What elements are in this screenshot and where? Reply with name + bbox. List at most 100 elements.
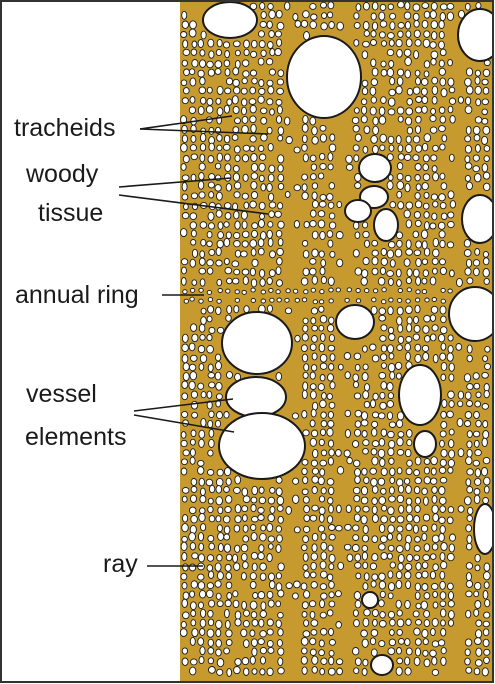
- tracheid-cell: [425, 336, 431, 343]
- tracheid-cell: [327, 428, 333, 436]
- tracheid-cell: [267, 619, 273, 626]
- tracheid-cell: [309, 601, 315, 607]
- tracheid-cell: [261, 657, 266, 664]
- tracheid-cell: [233, 41, 240, 47]
- tracheid-cell: [241, 251, 248, 257]
- tracheid-cell: [468, 507, 473, 514]
- tracheid-cell: [226, 78, 232, 85]
- tracheid-cell: [483, 126, 490, 134]
- tracheid-cell: [353, 487, 360, 493]
- tracheid-cell: [270, 488, 275, 494]
- tracheid-cell: [200, 134, 205, 142]
- tracheid-cell: [304, 221, 309, 227]
- tracheid-cell: [183, 88, 189, 94]
- tracheid-cell: [199, 268, 206, 274]
- tracheid-cell: [405, 57, 412, 65]
- tracheid-cell: [483, 87, 489, 94]
- tracheid-cell: [467, 441, 472, 448]
- tracheid-cell: [390, 260, 395, 267]
- tracheid-cell: [321, 450, 326, 456]
- tracheid-cell: [252, 230, 258, 237]
- tracheid-cell: [353, 125, 359, 132]
- tracheid-cell: [467, 355, 472, 362]
- tracheid-cell: [198, 106, 204, 114]
- tracheid-cell: [225, 600, 231, 607]
- tracheid-cell: [387, 383, 393, 391]
- tracheid-cell: [484, 582, 489, 589]
- tracheid-cell: [252, 669, 257, 675]
- tracheid-cell: [270, 109, 275, 115]
- tracheid-cell: [389, 353, 394, 359]
- tracheid-cell: [182, 194, 188, 200]
- tracheid-cell: [422, 106, 428, 113]
- tracheid-cell: [406, 31, 411, 38]
- tracheid-cell: [371, 581, 376, 587]
- tracheid-cell: [182, 355, 188, 363]
- tracheid-cell: [372, 412, 378, 418]
- tracheid-cell: [310, 4, 316, 10]
- tracheid-cell: [319, 640, 324, 647]
- tracheid-cell: [465, 136, 471, 142]
- tracheid-cell: [354, 620, 360, 627]
- tracheid-cell: [396, 546, 403, 553]
- tracheid-cell: [320, 429, 325, 435]
- tracheid-cell: [251, 249, 256, 256]
- tracheid-cell: [267, 640, 273, 647]
- tracheid-cell: [208, 639, 213, 646]
- tracheid-cell: [303, 154, 308, 162]
- tracheid-cell: [190, 259, 196, 267]
- tracheid-cell: [293, 14, 298, 21]
- tracheid-cell: [406, 249, 413, 255]
- tracheid-cell: [243, 145, 250, 151]
- tracheid-cell: [370, 468, 377, 474]
- tracheid-cell: [199, 324, 205, 332]
- tracheid-cell: [449, 440, 454, 448]
- tracheid-cell: [200, 619, 206, 627]
- tracheid-cell: [251, 181, 257, 189]
- tracheid-cell: [379, 581, 385, 589]
- tracheid-cell: [184, 299, 188, 303]
- tracheid-cell: [268, 222, 273, 228]
- tracheid-cell: [208, 535, 214, 541]
- tracheid-cell: [250, 240, 257, 248]
- tracheid-cell: [303, 115, 308, 123]
- tracheid-cell: [311, 308, 317, 314]
- tracheid-cell: [439, 487, 445, 495]
- tracheid-cell: [372, 421, 378, 427]
- tracheid-cell: [209, 143, 215, 151]
- tracheid-cell: [439, 517, 445, 523]
- tracheid-cell: [251, 154, 257, 162]
- tracheid-cell: [252, 223, 258, 229]
- tracheid-cell: [397, 173, 403, 180]
- tracheid-cell: [441, 543, 447, 551]
- tracheid-cell: [258, 639, 264, 645]
- tracheid-cell: [362, 51, 368, 59]
- tracheid-cell: [200, 222, 207, 229]
- tracheid-cell: [303, 477, 308, 484]
- tracheid-cell: [380, 612, 386, 618]
- tracheid-cell: [371, 31, 376, 37]
- tracheid-cell: [235, 221, 240, 229]
- tracheid-cell: [352, 544, 359, 551]
- tracheid-cell: [475, 554, 480, 562]
- tracheid-cell: [447, 553, 454, 560]
- tracheid-cell: [389, 458, 394, 464]
- tracheid-cell: [355, 600, 361, 608]
- tracheid-cell: [387, 68, 393, 76]
- tracheid-cell: [406, 485, 412, 493]
- tracheid-cell: [312, 505, 319, 511]
- tracheid-cell: [421, 601, 427, 609]
- tracheid-cell: [242, 290, 246, 294]
- tracheid-cell: [372, 486, 378, 493]
- tracheid-cell: [276, 100, 282, 106]
- tracheid-cell: [201, 239, 206, 246]
- tracheid-cell: [224, 526, 230, 534]
- tracheid-cell: [431, 306, 438, 313]
- tracheid-cell: [449, 154, 454, 161]
- tracheid-cell: [388, 393, 393, 399]
- tracheid-cell: [207, 316, 212, 322]
- tracheid-cell: [440, 526, 445, 534]
- tracheid-cell: [388, 136, 394, 143]
- tracheid-cell: [243, 174, 248, 181]
- tracheid-cell: [302, 144, 308, 151]
